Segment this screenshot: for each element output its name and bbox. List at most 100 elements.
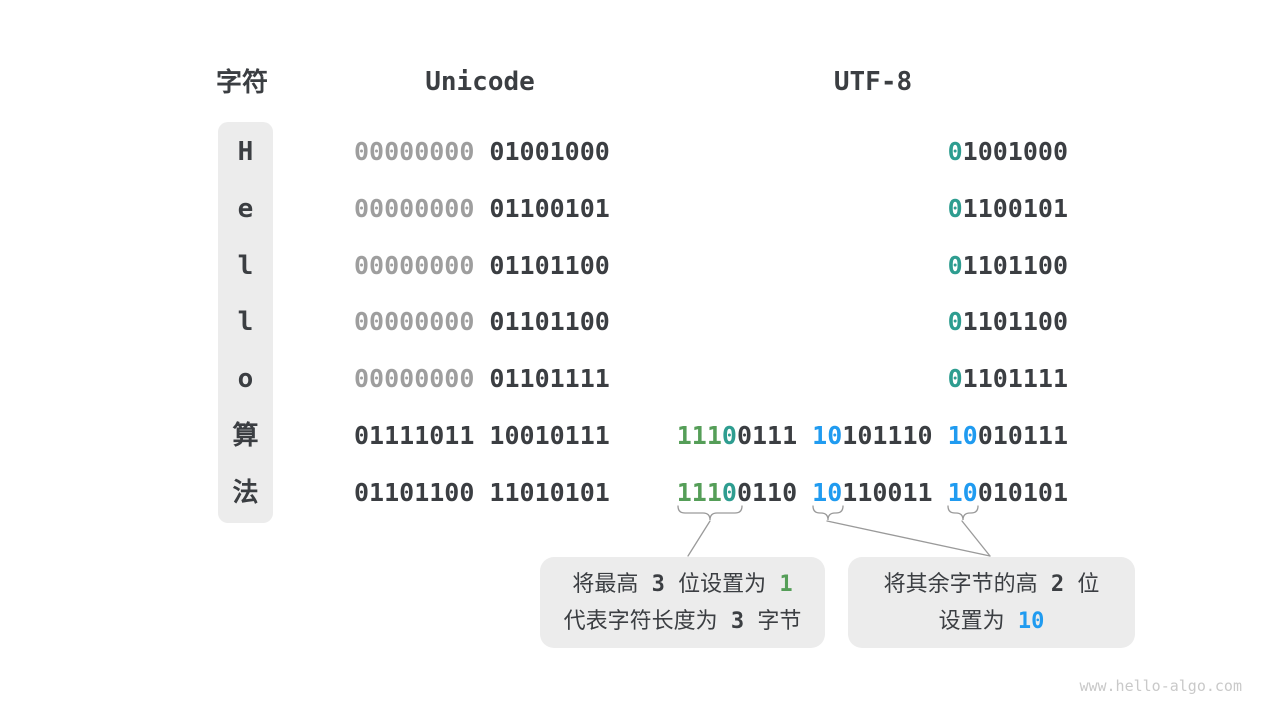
text-segment: 01101111 — [489, 364, 610, 393]
byte-group: 01101111 — [489, 362, 609, 396]
byte-group: 01101111 — [948, 362, 1068, 396]
text-segment: 2 — [1037, 571, 1078, 597]
byte-group: 00000000 — [354, 249, 474, 283]
text-segment: 1101100 — [962, 251, 1068, 280]
byte-group: 01101100 — [489, 249, 609, 283]
byte-group: 11100110 — [677, 476, 797, 510]
text-segment: 3 — [638, 571, 679, 597]
text-segment: 0111 — [736, 421, 798, 450]
text-segment: 0 — [947, 251, 963, 280]
text-segment: 0 — [947, 194, 963, 223]
utf8-bytes: 01101100 — [948, 305, 1068, 339]
text-segment: 010111 — [977, 421, 1068, 450]
text-segment: 01101100 — [489, 307, 610, 336]
connector-line-byte3-to-callout2 — [961, 520, 991, 557]
text-segment: 01101100 — [489, 251, 610, 280]
byte-group: 00000000 — [354, 192, 474, 226]
text-segment: 设置为 — [938, 607, 1005, 633]
text-segment: 101110 — [842, 421, 933, 450]
unicode-bytes: 01111011 10010111 — [354, 419, 610, 453]
text-segment: 00000000 — [354, 137, 475, 166]
text-segment: 1 — [766, 571, 793, 597]
connector-line-to-callout1 — [687, 520, 711, 557]
byte-group: 01101100 — [948, 249, 1068, 283]
text-segment: 111 — [676, 421, 722, 450]
byte-group: 10101110 — [812, 419, 932, 453]
text-segment: 01001000 — [489, 137, 610, 166]
text-segment: 00000000 — [354, 194, 475, 223]
text-segment: 0 — [721, 478, 737, 507]
text-segment: 10 — [947, 478, 978, 507]
unicode-bytes: 00000000 01100101 — [354, 192, 610, 226]
unicode-bytes: 00000000 01101100 — [354, 305, 610, 339]
char-cell: 算 — [232, 421, 259, 451]
callout-line: 设置为 10 — [939, 603, 1045, 640]
text-segment: 3 — [717, 608, 758, 634]
char-cell: l — [237, 251, 254, 281]
text-segment: 代表字符长度为 — [563, 607, 718, 633]
unicode-bytes: 00000000 01101111 — [354, 362, 610, 396]
byte-group: 01001000 — [948, 135, 1068, 169]
text-segment: 1101111 — [962, 364, 1068, 393]
byte-group: 01100101 — [489, 192, 609, 226]
header-utf8: UTF-8 — [833, 67, 913, 97]
byte-group: 01111011 — [354, 419, 474, 453]
byte-group: 10010111 — [489, 419, 609, 453]
text-segment: 111 — [676, 478, 722, 507]
char-cell: l — [237, 307, 254, 337]
text-segment: 10 — [947, 421, 978, 450]
byte-group: 00000000 — [354, 305, 474, 339]
text-segment: 01111011 — [354, 421, 475, 450]
byte-group: 01101100 — [948, 305, 1068, 339]
connector-line-byte2-to-callout2 — [826, 520, 991, 557]
text-segment: 01100101 — [489, 194, 610, 223]
byte-group: 01101100 — [489, 305, 609, 339]
byte-group: 11010101 — [489, 476, 609, 510]
byte-group: 10010111 — [948, 419, 1068, 453]
byte-group: 10110011 — [812, 476, 932, 510]
unicode-bytes: 00000000 01001000 — [354, 135, 610, 169]
callout-line: 将最高 3 位设置为 1 — [572, 566, 792, 603]
text-segment: 00000000 — [354, 307, 475, 336]
text-segment: 010101 — [977, 478, 1068, 507]
text-segment: 1101100 — [962, 307, 1068, 336]
text-segment: 1100101 — [962, 194, 1068, 223]
text-segment: 00000000 — [354, 251, 475, 280]
utf8-bytes: 01101100 — [948, 249, 1068, 283]
callout-leading-bits: 将最高 3 位设置为 1 代表字符长度为 3 字节 — [540, 557, 825, 648]
callout-line: 将其余字节的高 2 位 — [884, 566, 1100, 603]
header-unicode: Unicode — [425, 67, 535, 97]
byte-group: 01101100 — [354, 476, 474, 510]
callout-continuation-bits: 将其余字节的高 2 位 设置为 10 — [848, 557, 1135, 648]
watermark: www.hello-algo.com — [1079, 677, 1242, 695]
text-segment: 10 — [1004, 608, 1045, 634]
byte-group: 10010101 — [948, 476, 1068, 510]
unicode-bytes: 01101100 11010101 — [354, 476, 610, 510]
text-segment: 110011 — [842, 478, 933, 507]
text-segment: 01101100 — [354, 478, 475, 507]
utf8-bytes: 01101111 — [948, 362, 1068, 396]
byte-group: 01001000 — [489, 135, 609, 169]
text-segment: 0 — [721, 421, 737, 450]
header-char: 字符 — [215, 67, 269, 97]
char-cell: H — [237, 137, 254, 167]
byte-group: 01100101 — [948, 192, 1068, 226]
char-cell: 法 — [232, 478, 259, 508]
text-segment: 0 — [947, 137, 963, 166]
text-segment: 00000000 — [354, 364, 475, 393]
text-segment: 11010101 — [489, 478, 610, 507]
text-segment: 位设置为 — [678, 570, 767, 596]
utf8-bytes: 01001000 — [948, 135, 1068, 169]
byte-group: 00000000 — [354, 135, 474, 169]
text-segment: 0 — [947, 307, 963, 336]
text-segment: 字节 — [757, 607, 802, 633]
text-segment: 10010111 — [489, 421, 610, 450]
unicode-bytes: 00000000 01101100 — [354, 249, 610, 283]
char-cell: e — [237, 194, 254, 224]
